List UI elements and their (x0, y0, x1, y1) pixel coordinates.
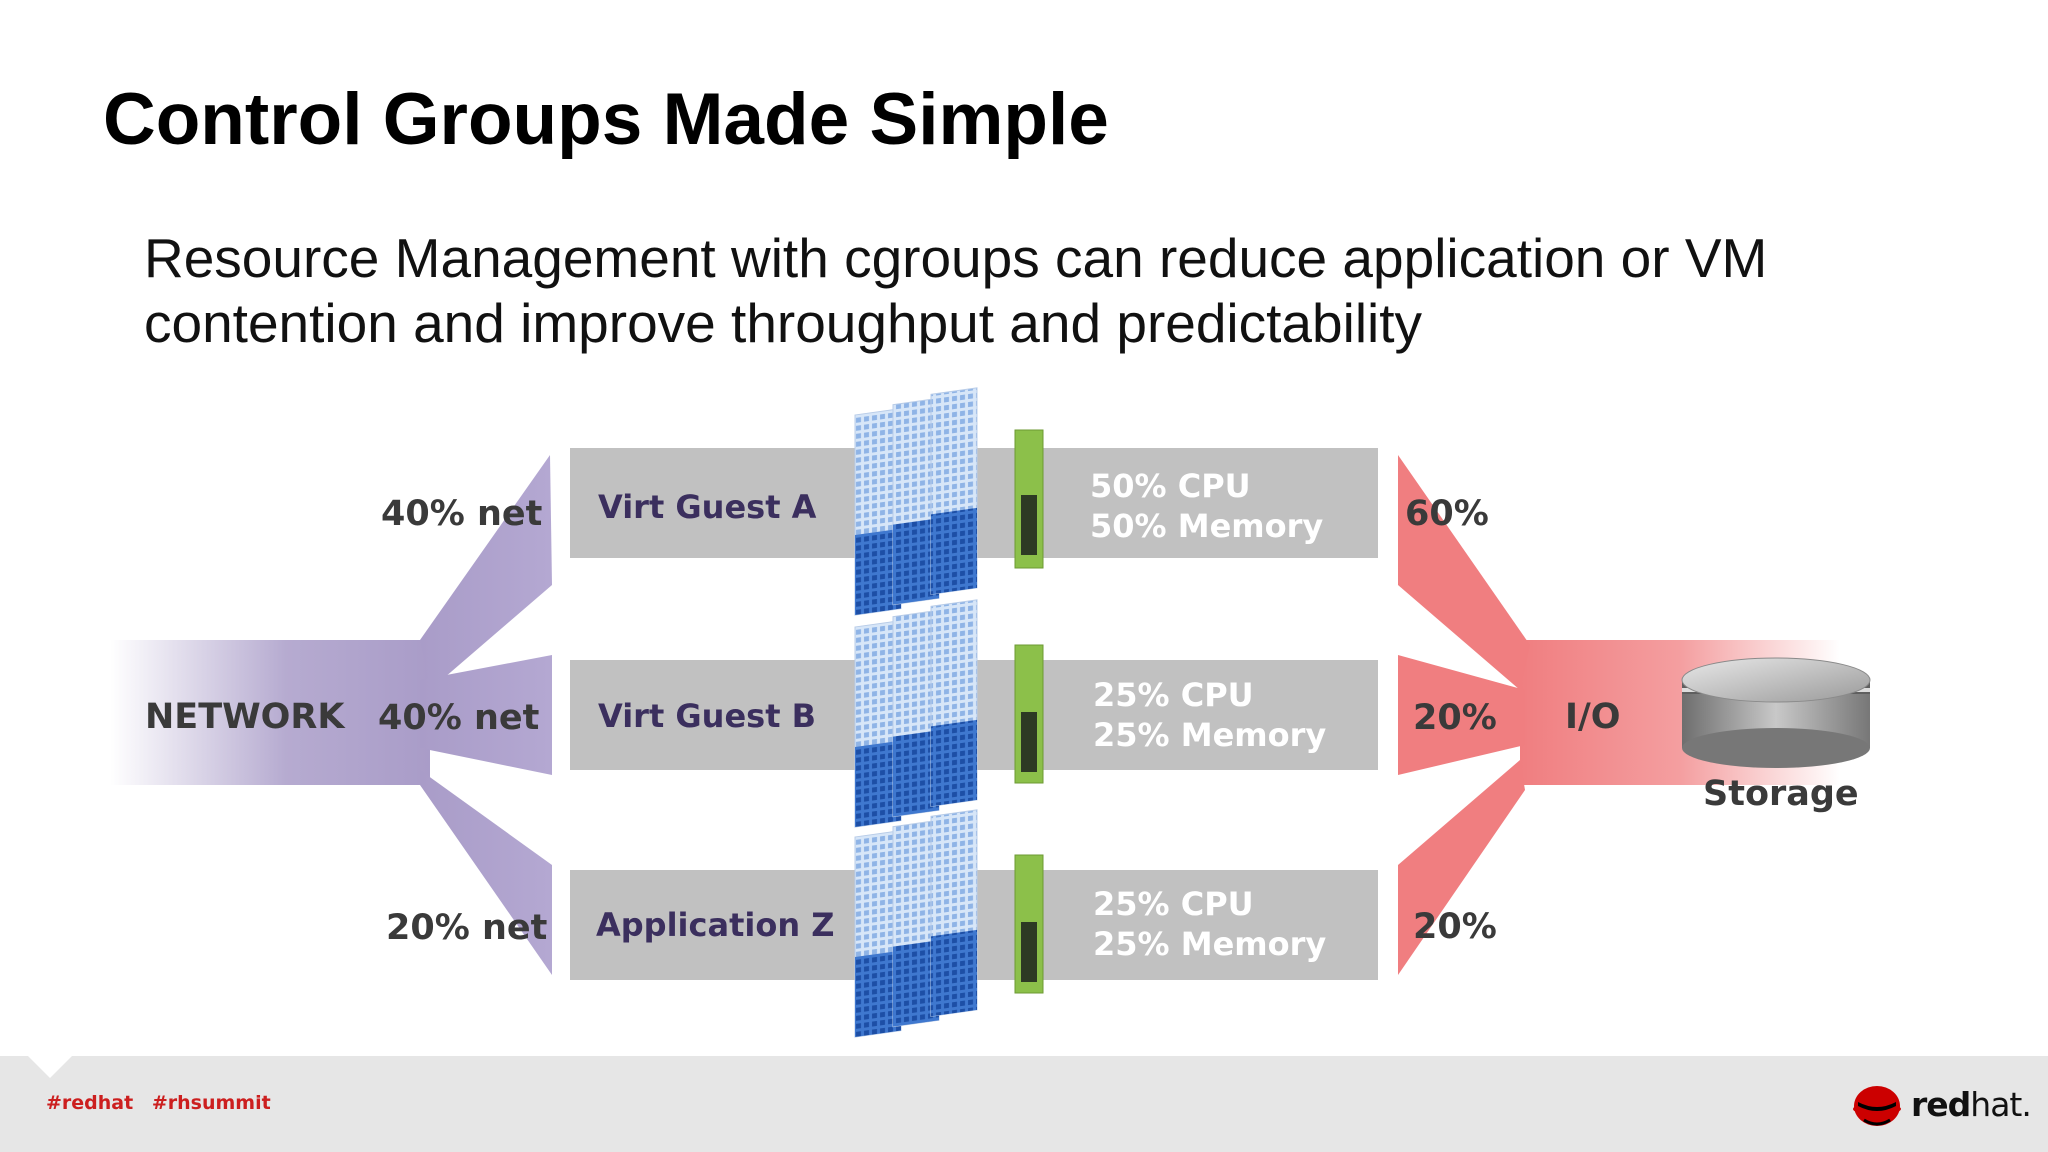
memory-module-icon (1014, 429, 1044, 569)
row-name-a: Virt Guest A (598, 488, 817, 526)
net-label-c: 20% net (386, 908, 547, 948)
io-label-b: 20% (1413, 698, 1497, 738)
memory-label-b: 25% Memory (1093, 716, 1326, 754)
row-name-b: Virt Guest B (598, 697, 816, 735)
server-rack-icon (854, 809, 978, 1038)
storage-disk-icon (1681, 657, 1871, 768)
redhat-logo-icon (1853, 1086, 1901, 1126)
network-branch-b (420, 655, 552, 775)
cpu-label-b: 25% CPU (1093, 676, 1254, 714)
row-name-c: Application Z (596, 906, 834, 944)
server-rack-icon (854, 599, 978, 828)
io-label-c: 20% (1413, 907, 1497, 947)
memory-module-icon (1014, 854, 1044, 994)
hashtag-redhat: #redhat (46, 1092, 134, 1114)
storage-label: Storage (1703, 774, 1859, 814)
slide-subtitle: Resource Management with cgroups can red… (144, 226, 1944, 356)
slide-title: Control Groups Made Simple (103, 79, 1109, 160)
io-branch-c (1398, 760, 1525, 975)
footer-notch (28, 1056, 72, 1078)
logo-text-bold: red (1911, 1085, 1971, 1124)
subtitle-line-1: Resource Management with cgroups can red… (144, 227, 1768, 289)
hashtag-rhsummit: #rhsummit (151, 1092, 271, 1114)
cpu-label-c: 25% CPU (1093, 885, 1254, 923)
memory-label-c: 25% Memory (1093, 925, 1326, 963)
io-label-a: 60% (1405, 494, 1489, 534)
network-trunk (110, 640, 430, 785)
io-trunk-label: I/O (1565, 697, 1621, 737)
io-branch-a (1398, 455, 1530, 690)
net-label-b: 40% net (378, 698, 539, 738)
cpu-label-a: 50% CPU (1090, 467, 1251, 505)
net-label-a: 40% net (381, 494, 542, 534)
slide-footer (0, 1056, 2048, 1152)
memory-module-icon (1014, 644, 1044, 784)
cgroups-diagram: NETWORK 40% net 40% net 20% net Virt Gue… (110, 387, 1871, 1038)
logo-text-light: hat. (1970, 1085, 2032, 1124)
redhat-logo-text: redhat. (1911, 1085, 2032, 1124)
network-label: NETWORK (145, 697, 346, 737)
subtitle-line-2: contention and improve throughput and pr… (144, 292, 1423, 354)
io-branch-b (1398, 655, 1525, 775)
hashtags: #redhat #rhsummit (46, 1092, 283, 1114)
server-rack-icon (854, 387, 978, 616)
network-branch-a (420, 455, 552, 690)
memory-label-a: 50% Memory (1090, 507, 1323, 545)
network-branch-c (420, 770, 552, 975)
